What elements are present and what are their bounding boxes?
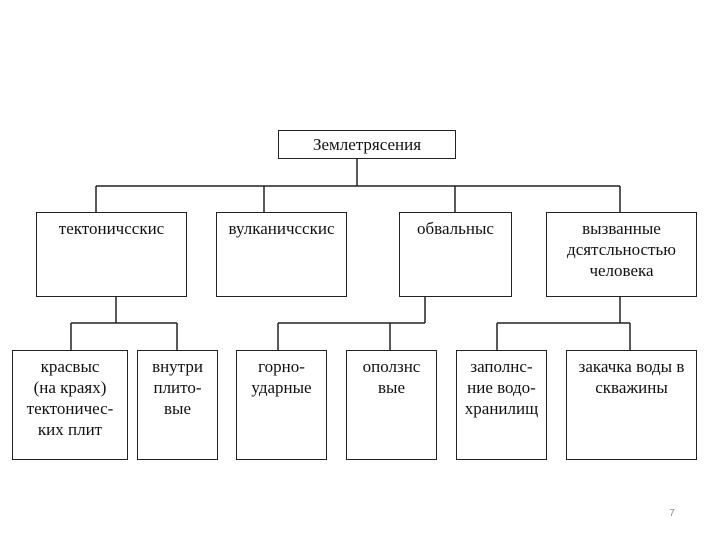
node-reservoir-filling: заполнс- ние водо- хранилищ	[456, 350, 547, 460]
node-plate-boundary: красвыс (на краях) тектоничес- ких плит	[12, 350, 128, 460]
node-intraplate: внутри плито- вые	[137, 350, 218, 460]
page-number: 7	[669, 508, 675, 519]
node-collapse: обвальныс	[399, 212, 512, 297]
node-human-induced: вызванные дсятсльностью человека	[546, 212, 697, 297]
node-volcanic: вулканичсскис	[216, 212, 347, 297]
node-rockburst: горно- ударные	[236, 350, 327, 460]
root-node: Землетрясения	[278, 130, 456, 159]
node-well-injection: закачка воды в скважины	[566, 350, 697, 460]
node-tectonic: тектоничсскис	[36, 212, 187, 297]
node-landslide: оползнс вые	[346, 350, 437, 460]
